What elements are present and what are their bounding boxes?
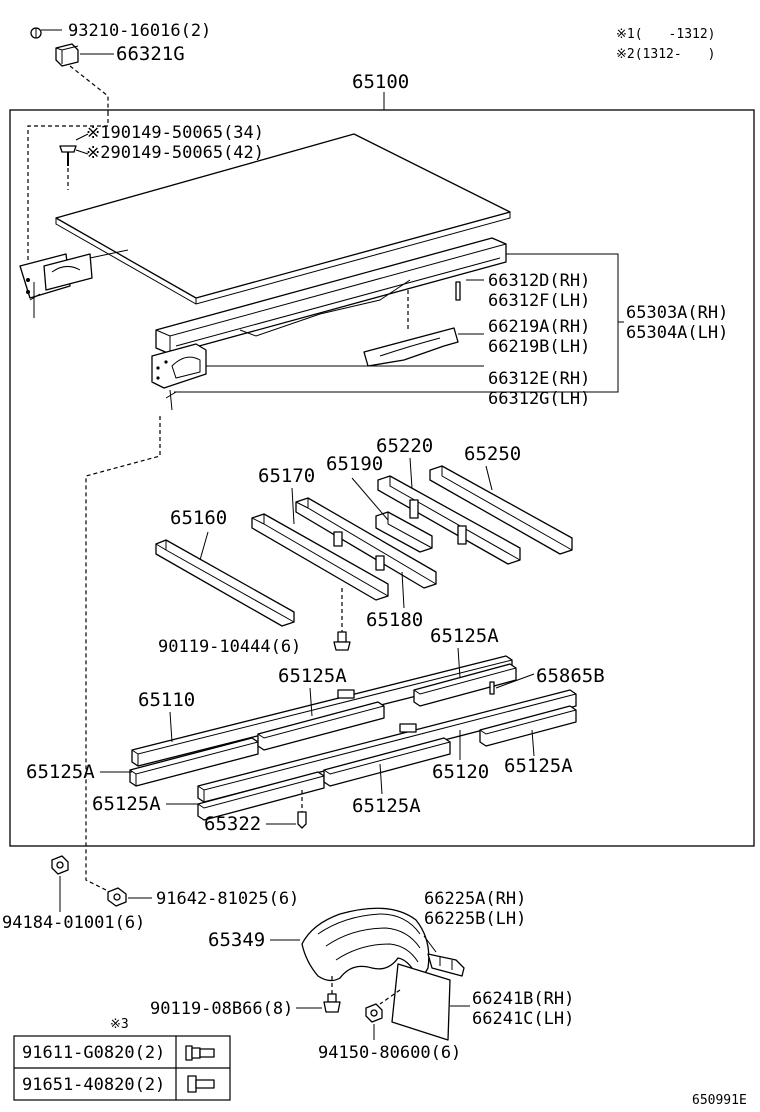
label-65125a-3: 65125A [26, 761, 95, 783]
crossmember-65170 [251, 497, 437, 601]
label-65125a-4: 65125A [504, 755, 573, 777]
sill-65110 [129, 655, 517, 787]
bolt-90119-10444-icon [333, 631, 351, 651]
legend-row-2-part: 91651-40820(2) [22, 1075, 165, 1095]
label-65125a-6: 65125A [352, 795, 421, 817]
bolt-91642-icon [107, 887, 127, 907]
label-66225a: 66225A(RH) [424, 889, 526, 909]
nut-94150-icon [365, 1003, 383, 1023]
label-66219a: 66219A(RH) [488, 317, 590, 337]
dashed-guide-2 [27, 112, 109, 262]
pin-65865b-icon [489, 681, 495, 695]
crossmember-65160 [155, 539, 295, 627]
bolt-93210-icon [30, 27, 42, 39]
label-66241b: 66241B(RH) [472, 989, 574, 1009]
label-90119-08b66: 90119-08B66(8) [150, 999, 293, 1019]
note-1: ※1( -1312) [616, 27, 716, 42]
label-66321g: 66321G [116, 43, 185, 65]
label-65865b: 65865B [536, 665, 605, 687]
corner-bracket [151, 343, 207, 411]
clip-66321g-icon [55, 43, 79, 67]
label-65100: 65100 [352, 71, 409, 93]
label-93210-16016: 93210-16016(2) [68, 21, 211, 41]
label-66312g: 66312G(LH) [488, 389, 590, 409]
dashed-guide-1 [69, 65, 109, 112]
floor-panel [55, 133, 511, 305]
label-65120: 65120 [432, 761, 489, 783]
nut-94184-icon [51, 855, 69, 875]
label-65304a: 65304A(LH) [626, 323, 728, 343]
label-65220: 65220 [376, 435, 433, 457]
label-65303a: 65303A(RH) [626, 303, 728, 323]
assembly-frame [9, 109, 755, 847]
label-65170: 65170 [258, 465, 315, 487]
bolt-90119-08b66-icon [323, 993, 341, 1013]
label-65125a-2: 65125A [430, 625, 499, 647]
label-91642-81025: 91642-81025(6) [156, 889, 299, 909]
mudguard-65349 [301, 907, 430, 983]
legend-row-1-part: 91611-G0820(2) [22, 1043, 165, 1063]
label-90119-10444: 90119-10444(6) [158, 637, 301, 657]
note-2: ※2(1312- ) [616, 47, 716, 62]
screw-65322-icon [297, 811, 307, 829]
crossmember-65220 [377, 475, 521, 565]
label-66219b: 66219B(LH) [488, 337, 590, 357]
screw-90149-icon [59, 145, 77, 166]
label-65160: 65160 [170, 507, 227, 529]
hinge-bracket [19, 249, 129, 318]
label-90149-50065-2: ※290149-50065(42) [86, 143, 264, 163]
side-rail [155, 237, 507, 355]
label-65125a-5: 65125A [92, 793, 161, 815]
pin-66312d-icon [455, 281, 461, 301]
label-65322: 65322 [204, 813, 261, 835]
label-65125a-1: 65125A [278, 665, 347, 687]
dashed-guide-3 [85, 416, 161, 893]
label-90149-50065-1: ※190149-50065(34) [86, 123, 264, 143]
label-65349: 65349 [208, 929, 265, 951]
label-65250: 65250 [464, 443, 521, 465]
label-66241c: 66241C(LH) [472, 1009, 574, 1029]
label-66225b: 66225B(LH) [424, 909, 526, 929]
label-94150-80600: 94150-80600(6) [318, 1043, 461, 1063]
bolt-icon [187, 1075, 215, 1093]
crossmember-65250 [429, 465, 573, 555]
label-66312d: 66312D(RH) [488, 271, 590, 291]
label-65190: 65190 [326, 453, 383, 475]
legend-table [13, 1035, 231, 1101]
label-65110: 65110 [138, 689, 195, 711]
flange-bolt-icon [185, 1045, 215, 1061]
bracket-66219 [363, 327, 459, 367]
crossmember-65190 [375, 511, 433, 553]
label-66312e: 66312E(RH) [488, 369, 590, 389]
label-65180: 65180 [366, 609, 423, 631]
label-66312f: 66312F(LH) [488, 291, 590, 311]
legend-header: ※3 [110, 1017, 129, 1032]
sill-65120 [197, 689, 577, 821]
mudflap-66241 [391, 963, 451, 1041]
figure-code: 650991E [692, 1093, 747, 1108]
bracket-66225 [427, 953, 465, 977]
label-94184-01001: 94184-01001(6) [2, 913, 145, 933]
